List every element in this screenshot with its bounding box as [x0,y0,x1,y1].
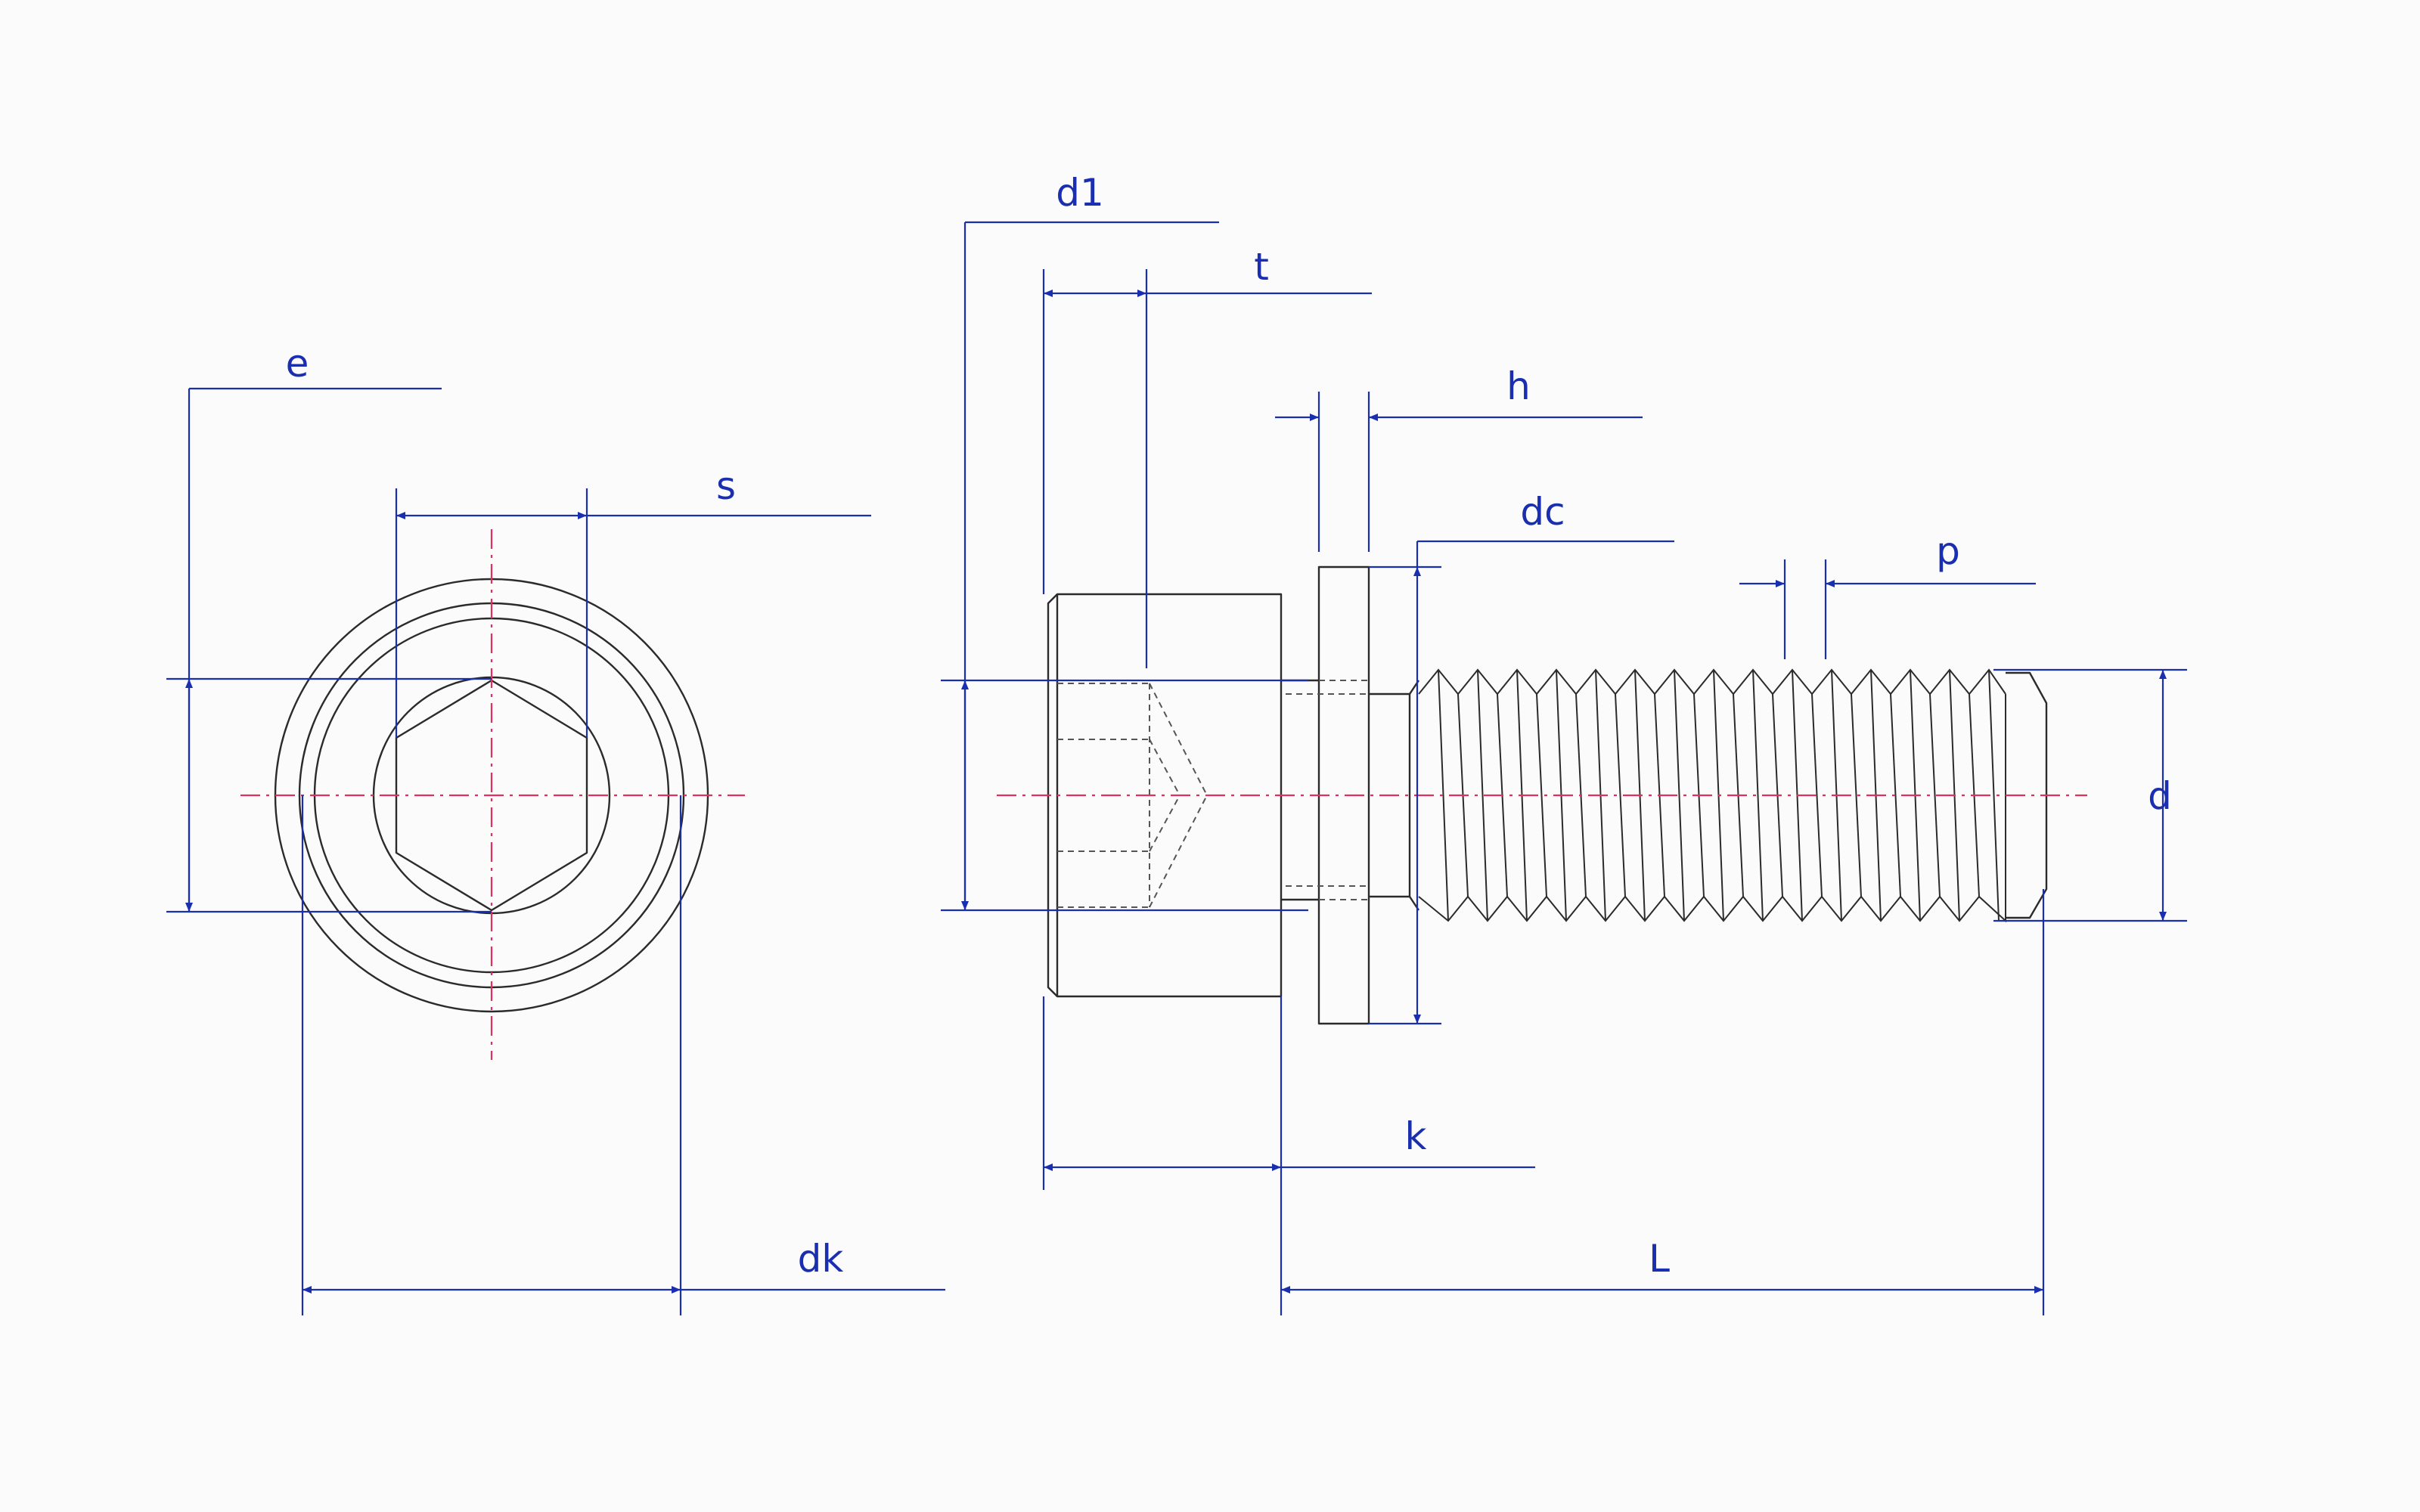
thread-root [1890,693,1901,897]
thread-flank [1477,669,1488,922]
label-t: t [1254,245,1269,289]
screw-shank [1369,692,1411,898]
thread-root [1615,693,1626,897]
dimension-t: t [1042,245,1372,668]
label-L: L [1649,1237,1670,1281]
dimension-d: d [1993,668,2187,922]
label-dk: dk [798,1237,844,1281]
label-dc: dc [1520,490,1565,534]
dimension-dk: dk [301,795,945,1315]
dimension-L: L [1281,889,2045,1315]
label-h: h [1506,364,1531,408]
label-s: s [716,464,736,508]
label-k: k [1405,1114,1427,1158]
dimension-p: p [1739,529,2036,659]
dimension-h: h [1275,364,1643,552]
thread-root [1929,693,1941,897]
thread-flank [1674,669,1685,922]
dimension-dc: dc [1369,490,1674,1025]
side-view: d1 t h dc [941,171,2187,1315]
label-d: d [2148,774,2172,818]
dimension-k: k [1042,996,1535,1315]
dimension-e: e [166,342,492,913]
thread-flank [1988,669,2000,922]
thread-flank [1438,669,1449,922]
thread-flank [1752,669,1764,922]
end-view: e s dk [166,342,945,1315]
thread-root [1536,693,1547,897]
thread-root [1811,693,1823,897]
label-p: p [1936,529,1960,573]
label-e: e [286,342,309,386]
dimension-d1: d1 [941,171,1308,912]
thread-root [1851,693,1862,897]
dimension-s: s [395,464,871,738]
label-d1: d1 [1056,171,1104,215]
